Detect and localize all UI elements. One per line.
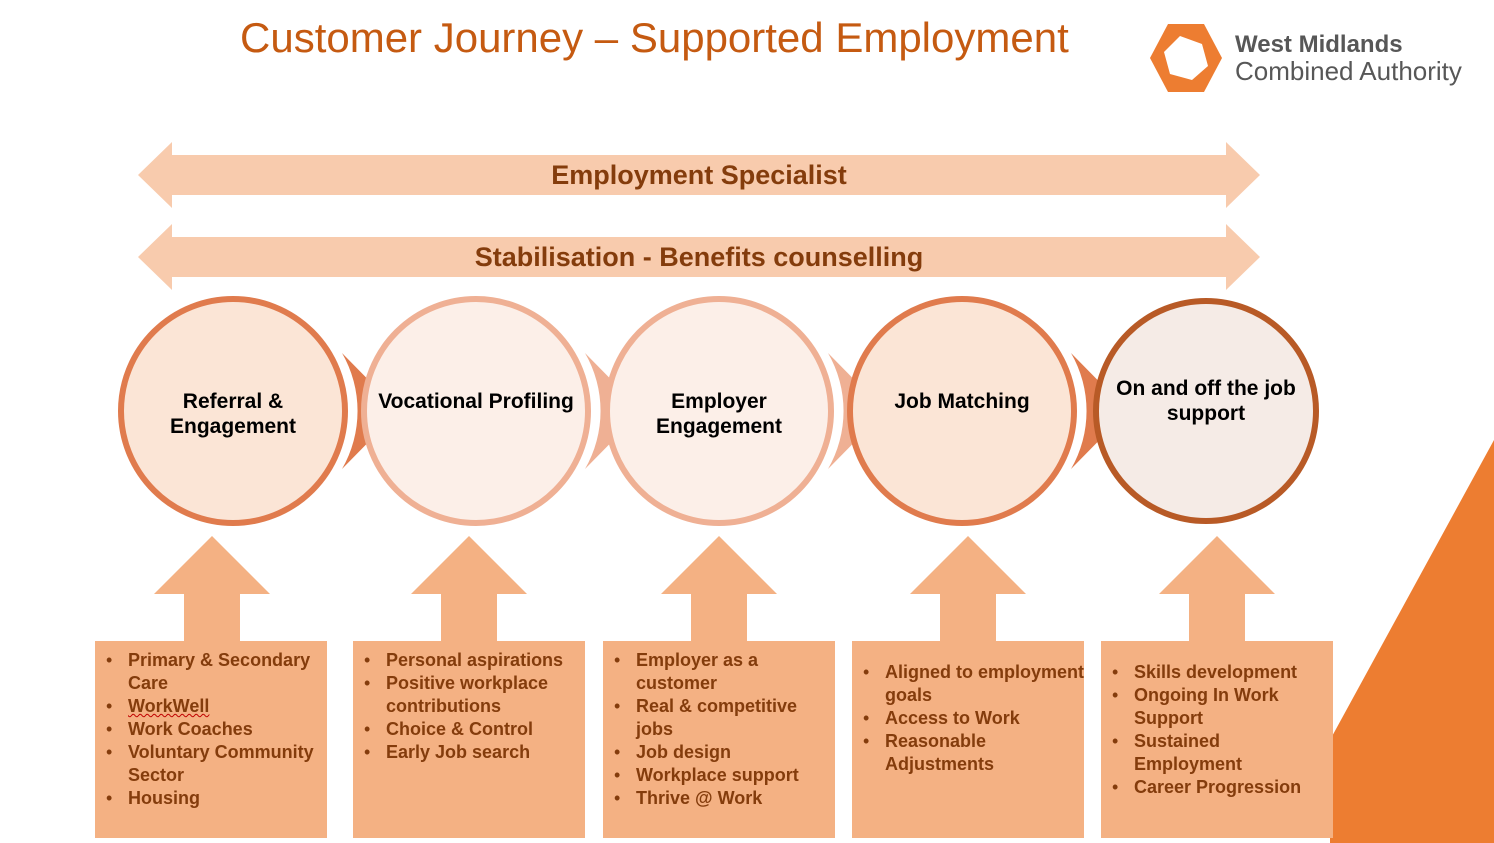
stage-on-off-job-support (1093, 298, 1319, 524)
hexagon-logo-icon (1150, 24, 1222, 92)
list-item: Skills development (1112, 661, 1333, 684)
list-item: Career Progression (1112, 776, 1333, 799)
list-item: Workplace support (614, 764, 835, 787)
list-item: Aligned to employment goals (863, 661, 1084, 707)
up-arrow-icon (154, 536, 270, 642)
band-stabilisation: Stabilisation - Benefits counselling (138, 224, 1260, 290)
list-item: Ongoing In Work Support (1112, 684, 1333, 730)
list-item: WorkWell (106, 695, 327, 718)
list-item: Early Job search (364, 741, 585, 764)
stage-label: Job Matching (894, 390, 1030, 413)
box-referral-sources: Primary & Secondary Care WorkWell Work C… (95, 641, 327, 838)
stage-employer-engagement (604, 296, 885, 526)
list-item: Voluntary Community Sector (106, 741, 327, 787)
bullet-list: Skills development Ongoing In Work Suppo… (1101, 661, 1333, 799)
list-item: Sustained Employment (1112, 730, 1333, 776)
double-arrow-icon (138, 224, 1260, 290)
stage-label: On and off the job support (1116, 377, 1296, 425)
up-arrow-icon (910, 536, 1026, 642)
list-item: Thrive @ Work (614, 787, 835, 810)
bullet-list: Primary & Secondary Care WorkWell Work C… (95, 649, 327, 810)
box-vocational-profiling: Personal aspirations Positive workplace … (353, 641, 585, 838)
wmca-logo: West Midlands Combined Authority (1146, 22, 1486, 94)
page-title: Customer Journey – Supported Employment (240, 14, 1069, 61)
list-item: Job design (614, 741, 835, 764)
list-item: Reasonable Adjustments (863, 730, 1084, 776)
list-item: Housing (106, 787, 327, 810)
box-job-support: Skills development Ongoing In Work Suppo… (1101, 641, 1333, 838)
list-item: Work Coaches (106, 718, 327, 741)
bullet-list: Aligned to employment goals Access to Wo… (852, 661, 1084, 776)
list-item: Access to Work (863, 707, 1084, 730)
list-item: Employer as a customer (614, 649, 835, 695)
up-arrow-icon (661, 536, 777, 642)
list-item: Choice & Control (364, 718, 585, 741)
list-item: Positive workplace contributions (364, 672, 585, 718)
stage-label: Vocational Profiling (378, 390, 574, 413)
bullet-list: Employer as a customer Real & competitiv… (603, 649, 835, 810)
up-arrow-icon (1159, 536, 1275, 642)
stage-label: Referral & Engagement (169, 390, 297, 438)
logo-line-2: Combined Authority (1235, 56, 1462, 86)
up-arrow-icon (411, 536, 527, 642)
logo-line-1: West Midlands (1235, 31, 1403, 58)
box-job-matching: Aligned to employment goals Access to Wo… (852, 641, 1084, 838)
bullet-list: Personal aspirations Positive workplace … (353, 649, 585, 764)
double-arrow-icon (138, 142, 1260, 208)
list-item: Personal aspirations (364, 649, 585, 672)
list-item: Primary & Secondary Care (106, 649, 327, 695)
box-employer-engagement: Employer as a customer Real & competitiv… (603, 641, 835, 838)
band-label: Employment Specialist (551, 159, 847, 190)
list-item: Real & competitive jobs (614, 695, 835, 741)
corner-decoration (1330, 440, 1494, 843)
stage-label: Employer Engagement (655, 390, 783, 438)
band-label: Stabilisation - Benefits counselling (474, 241, 924, 272)
band-employment-specialist: Employment Specialist (138, 142, 1260, 208)
